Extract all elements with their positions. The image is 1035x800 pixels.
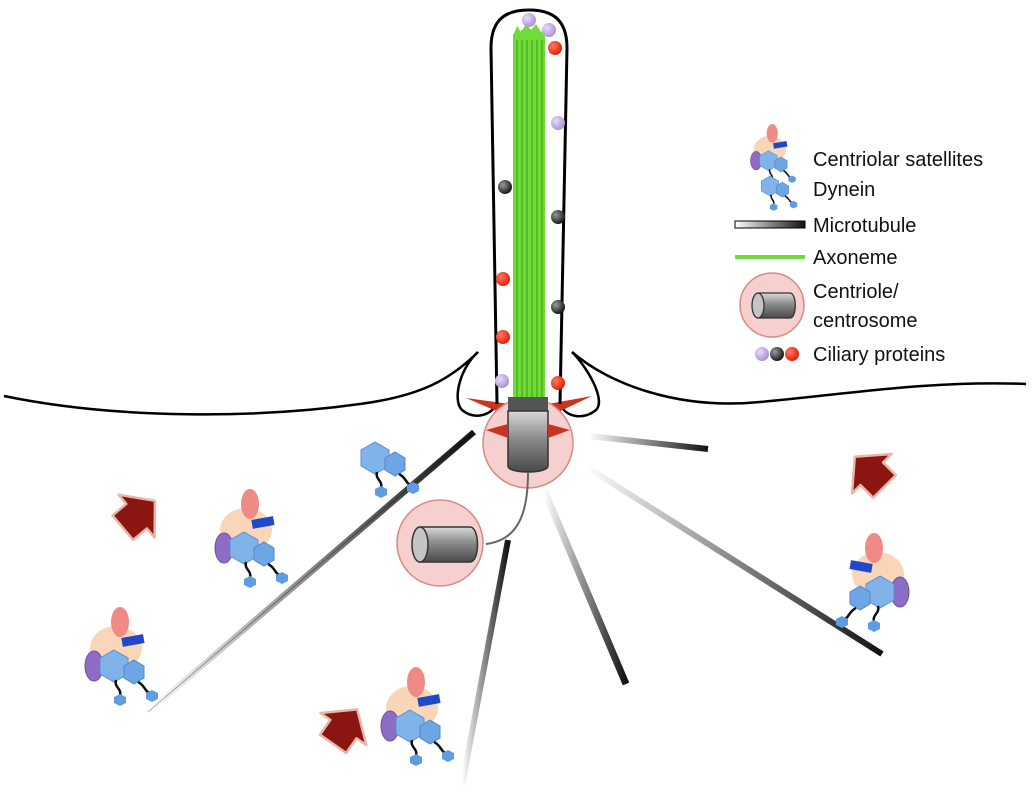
microtubules: [146, 429, 884, 786]
arrow-icon: [103, 478, 175, 551]
legend-label-centrosome: centrosome: [813, 310, 918, 332]
legend: Centriolar satellites Dynein Microtubule…: [734, 124, 983, 366]
centriole-linker: [485, 471, 529, 545]
centriolar-satellite-icon: [751, 124, 796, 185]
ciliary-pocket-right: [558, 351, 601, 418]
legend-label-axoneme: Axoneme: [813, 247, 898, 269]
ciliary-pocket-left: [456, 351, 499, 417]
centriole-icon: [739, 272, 805, 338]
arrow-icon: [833, 435, 906, 508]
legend-label-centriole: Centriole/: [813, 281, 899, 303]
legend-label-microtubule: Microtubule: [813, 215, 916, 237]
daughter-centriole: [396, 499, 484, 587]
ciliary-proteins-in-cilium: [495, 13, 565, 390]
axoneme: [513, 24, 545, 398]
ciliary-membrane: [489, 8, 569, 405]
legend-label-dynein: Dynein: [813, 179, 875, 201]
microtubule-icon: [734, 220, 806, 229]
dynein-motor: [359, 440, 421, 500]
centriolar-satellite: [85, 607, 158, 706]
legend-label-satellites: Centriolar satellites: [813, 149, 983, 171]
arrow-icon: [308, 692, 382, 762]
centriolar-satellite: [836, 533, 909, 632]
legend-label-proteins: Ciliary proteins: [813, 344, 945, 366]
centrosome: [482, 397, 574, 489]
centriolar-satellite: [215, 489, 288, 588]
centriolar-satellite: [381, 667, 454, 766]
ciliary-protein-dots-icon: [755, 347, 799, 361]
cell-membrane: [3, 351, 1027, 416]
